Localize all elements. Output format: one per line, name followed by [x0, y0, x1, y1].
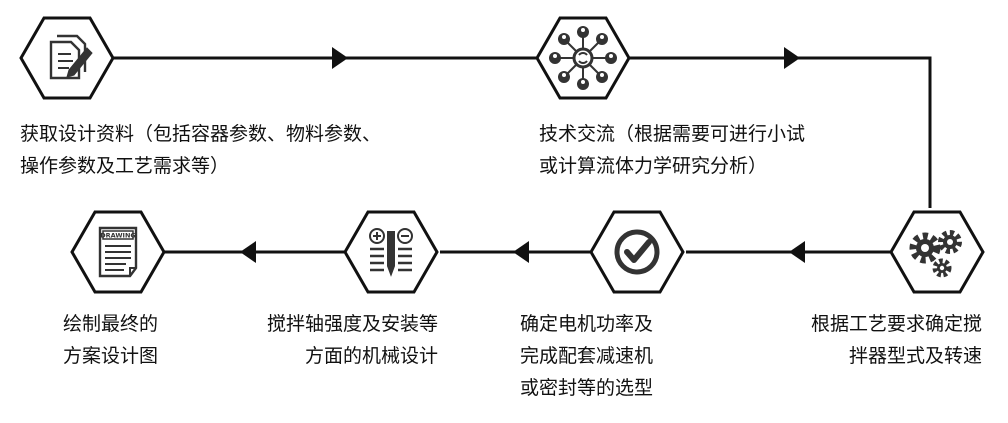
step2-label-line1: 技术交流（根据需要可进行小试: [539, 123, 806, 145]
document-edit-icon: [49, 34, 93, 80]
arrow-left-icon: [513, 241, 529, 263]
plus-minus-pen-icon: [369, 228, 413, 277]
step5-label: 搅拌轴强度及安装等 方面的机械设计: [267, 308, 438, 372]
gears-icon: [909, 230, 962, 278]
drawing-document-icon: DRAWING: [98, 226, 138, 278]
step4-label-line2: 完成配套减速机: [520, 345, 654, 367]
step6-label: 绘制最终的 方案设计图: [63, 308, 158, 372]
step3-label-line2: 拌器型式及转速: [848, 345, 982, 367]
arrow-right-icon: [784, 47, 800, 69]
drawing-label: DRAWING: [100, 232, 136, 240]
step1-label: 获取设计资料（包括容器参数、物料参数、 操作参数及工艺需求等）: [20, 118, 381, 182]
arrow-heads: [240, 47, 805, 263]
step6-label-line2: 方案设计图: [63, 345, 159, 367]
step5-hexagon: [343, 210, 439, 294]
check-circle-icon: [614, 229, 660, 275]
step1-label-line2: 操作参数及工艺需求等）: [20, 155, 230, 177]
step6-hexagon: DRAWING: [70, 210, 166, 294]
step5-label-line2: 方面的机械设计: [304, 345, 438, 367]
step4-label-line3: 或密封等的选型: [520, 377, 654, 399]
arrow-right-icon: [332, 47, 348, 69]
step1-hexagon: [19, 16, 115, 100]
step4-label-line1: 确定电机功率及: [520, 313, 654, 335]
step2-label: 技术交流（根据需要可进行小试 或计算流体力学研究分析）: [539, 118, 805, 182]
step4-hexagon: [589, 210, 685, 294]
step3-hexagon: [889, 210, 985, 294]
step3-label: 根据工艺要求确定搅 拌器型式及转速: [811, 308, 982, 372]
connector-step2-step3: [630, 56, 932, 208]
step2-label-line2: 或计算流体力学研究分析）: [539, 155, 768, 177]
step2-hexagon: [535, 16, 631, 100]
arrow-left-icon: [789, 241, 805, 263]
step6-label-line1: 绘制最终的: [63, 313, 159, 335]
arrow-left-icon: [240, 241, 256, 263]
step1-label-line1: 获取设计资料（包括容器参数、物料参数、: [20, 123, 382, 145]
step3-label-line1: 根据工艺要求确定搅: [810, 313, 982, 335]
step5-label-line1: 搅拌轴强度及安装等: [266, 313, 438, 335]
step4-label: 确定电机功率及 完成配套减速机 或密封等的选型: [520, 308, 653, 404]
exchange-network-icon: [549, 26, 617, 90]
